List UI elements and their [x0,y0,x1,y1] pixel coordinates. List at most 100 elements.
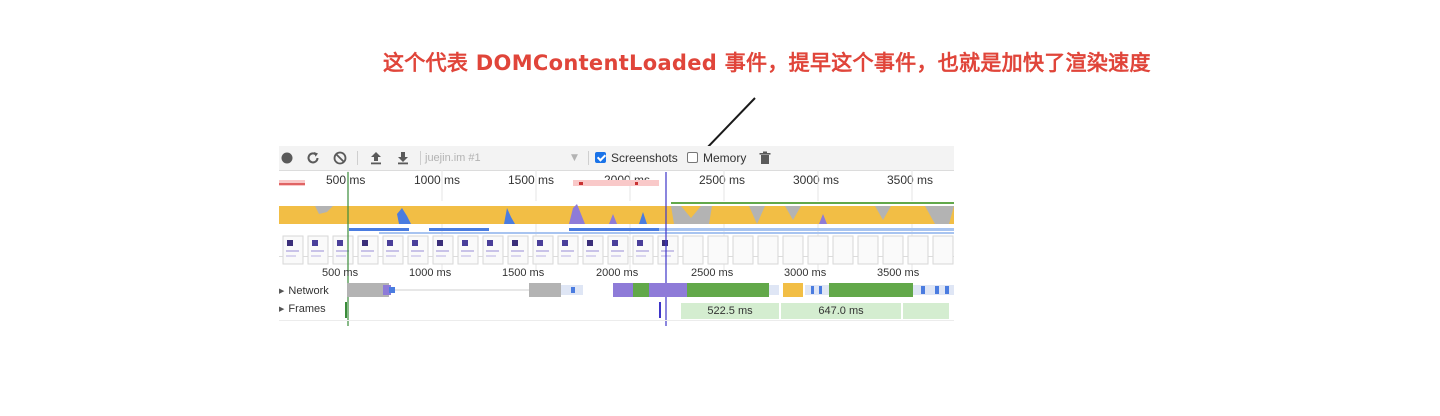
screenshot-thumbnail-content [537,240,543,246]
screenshot-thumbnail-content [636,255,646,257]
frame-marker [659,302,661,318]
screenshot-thumbnail-content [411,255,421,257]
frame-duration-badge[interactable]: 647.0 ms [781,303,901,319]
reload-icon[interactable] [305,150,321,166]
download-icon[interactable] [395,150,411,166]
screenshot-thumbnail[interactable] [882,235,904,265]
screenshot-thumbnail-content [436,255,446,257]
screenshot-thumbnail-content [411,250,424,252]
screenshot-thumbnail-content [412,240,418,246]
cpu-activity-chart [279,206,954,224]
screenshot-thumbnail-content [587,240,593,246]
toolbar: juejin.im #1 ▼ Screenshots Memory [279,146,954,171]
screenshot-thumbnail-content [637,240,643,246]
overview-tick-label: 2500 ms [699,173,746,187]
screenshot-thumbnail-content [336,255,346,257]
expand-triangle-icon[interactable]: ▶ [279,288,285,295]
main-tick-label: 3500 ms [877,267,920,279]
screenshot-thumbnail-content [636,250,649,252]
expand-triangle-icon[interactable]: ▶ [279,306,285,313]
frame-marker [345,302,347,318]
screenshot-thumbnail-content [511,250,524,252]
screenshot-thumbnail-content [311,250,324,252]
memory-checkbox[interactable] [687,152,698,163]
clear-icon[interactable] [332,150,348,166]
main-tick-label: 500 ms [322,267,359,279]
overview-tick-label: 3000 ms [793,173,840,187]
screenshot-thumbnail-content [612,240,618,246]
toolbar-separator [357,151,358,165]
screenshot-thumbnail[interactable] [707,235,729,265]
network-track[interactable] [347,283,954,299]
screenshot-thumbnail-content [536,250,549,252]
record-icon[interactable] [279,150,295,166]
screenshot-thumbnail-content [461,250,474,252]
trash-icon[interactable] [757,150,773,166]
screenshot-thumbnail-content [337,240,343,246]
screenshot-thumbnail-content [487,240,493,246]
overview-tick-label: 1000 ms [414,173,461,187]
main-tick-label: 2000 ms [596,267,639,279]
screenshot-thumbnail-content [536,255,546,257]
frames-track-label: Frames [288,303,326,315]
screenshot-thumbnail-content [661,250,674,252]
screenshot-thumbnail-content [436,250,449,252]
screenshot-thumbnail-content [437,240,443,246]
screenshots-label: Screenshots [611,151,678,165]
main-tick-label: 3000 ms [784,267,827,279]
screenshot-thumbnail-content [386,250,399,252]
screenshot-thumbnail-content [486,255,496,257]
screenshot-thumbnail-content [362,240,368,246]
frame-duration-badge[interactable] [903,303,949,319]
screenshot-thumbnail-content [511,255,521,257]
screenshot-thumbnail[interactable] [782,235,804,265]
screenshot-thumbnail-content [336,250,349,252]
screenshot-thumbnail-content [561,255,571,257]
next-track-header [279,320,954,326]
screenshot-thumbnail[interactable] [732,235,754,265]
screenshot-thumbnail-content [462,240,468,246]
overview-tick-label: 3500 ms [887,173,934,187]
memory-label: Memory [703,151,747,165]
screenshot-thumbnail-content [512,240,518,246]
screenshot-thumbnail[interactable] [682,235,704,265]
profile-select[interactable]: juejin.im #1 [425,152,481,164]
screenshot-thumbnail-content [361,250,374,252]
network-overview-bar [349,228,409,231]
performance-panel: juejin.im #1 ▼ Screenshots Memory 500 ms… [279,146,954,326]
network-track-label: Network [288,285,329,297]
screenshot-thumbnail-content [586,255,596,257]
network-track-header[interactable]: ▶Network [279,285,329,297]
screenshot-thumbnail[interactable] [832,235,854,265]
screenshot-thumbnail-content [286,255,296,257]
screenshot-thumbnail-content [387,240,393,246]
screenshot-thumbnail[interactable] [907,235,929,265]
toolbar-separator [420,151,421,165]
frames-track-header[interactable]: ▶Frames [279,303,326,315]
screenshot-thumbnail[interactable] [932,235,954,265]
screenshot-thumbnail[interactable] [857,235,879,265]
chevron-down-icon[interactable]: ▼ [571,153,578,163]
screenshot-thumbnail-content [562,240,568,246]
screenshot-thumbnail[interactable] [807,235,829,265]
screenshots-checkbox[interactable] [595,152,606,163]
screenshot-thumbnail-content [311,255,321,257]
screenshot-thumbnail-content [361,255,371,257]
screenshot-thumbnail-content [286,250,299,252]
annotation-text: 这个代表 DOMContentLoaded 事件，提早这个事件，也就是加快了渲染… [383,51,1151,75]
overview-canvas[interactable] [279,170,954,326]
screenshot-thumbnail-content [561,250,574,252]
screenshot-thumbnail[interactable] [757,235,779,265]
screenshot-thumbnail-content [287,240,293,246]
overview-tick-label: 1500 ms [508,173,555,187]
screenshot-thumbnail-content [486,250,499,252]
screenshot-thumbnail-content [662,240,668,246]
screenshot-thumbnail-content [386,255,396,257]
screenshot-thumbnail-content [312,240,318,246]
main-tick-label: 1500 ms [502,267,545,279]
frame-duration-badge[interactable]: 522.5 ms [681,303,779,319]
main-tick-label: 2500 ms [691,267,734,279]
main-tick-label: 1000 ms [409,267,452,279]
screenshot-filmstrip[interactable] [282,235,954,265]
upload-icon[interactable] [368,150,384,166]
